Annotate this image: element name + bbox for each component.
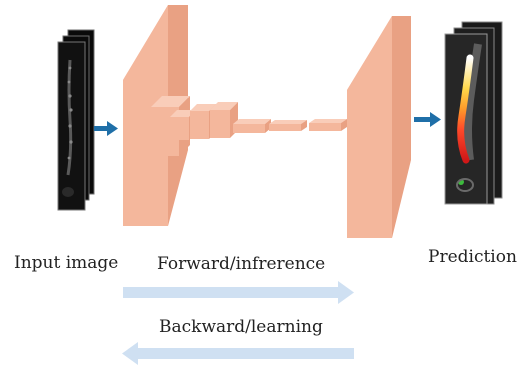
prediction-spine-texture xyxy=(464,43,482,161)
input-spine-texture xyxy=(66,59,73,176)
input-vertebrae xyxy=(67,66,73,160)
decoder-output-layer xyxy=(347,16,411,238)
prediction-label: Prediction xyxy=(428,247,517,267)
forward-flow-arrow xyxy=(123,281,354,304)
backward-learning-label: Backward/learning xyxy=(159,317,323,337)
dense-layer-3 xyxy=(309,119,347,131)
prediction-image-stack xyxy=(444,21,503,205)
input-image-label: Input image xyxy=(14,253,119,273)
input-image-stack xyxy=(57,29,95,211)
backward-flow-arrow xyxy=(122,342,354,365)
right-arrow-icon xyxy=(94,121,118,136)
dense-layer-1 xyxy=(233,119,271,133)
forward-inference-label: Forward/infrerence xyxy=(157,254,326,274)
dense-layer-2 xyxy=(269,120,307,131)
right-arrow-icon xyxy=(414,112,441,127)
input-pelvis-shape xyxy=(62,187,74,197)
prediction-pelvis-shape xyxy=(456,178,474,192)
segmented-spine-overlay xyxy=(457,54,474,164)
conv-block-4 xyxy=(210,102,238,138)
